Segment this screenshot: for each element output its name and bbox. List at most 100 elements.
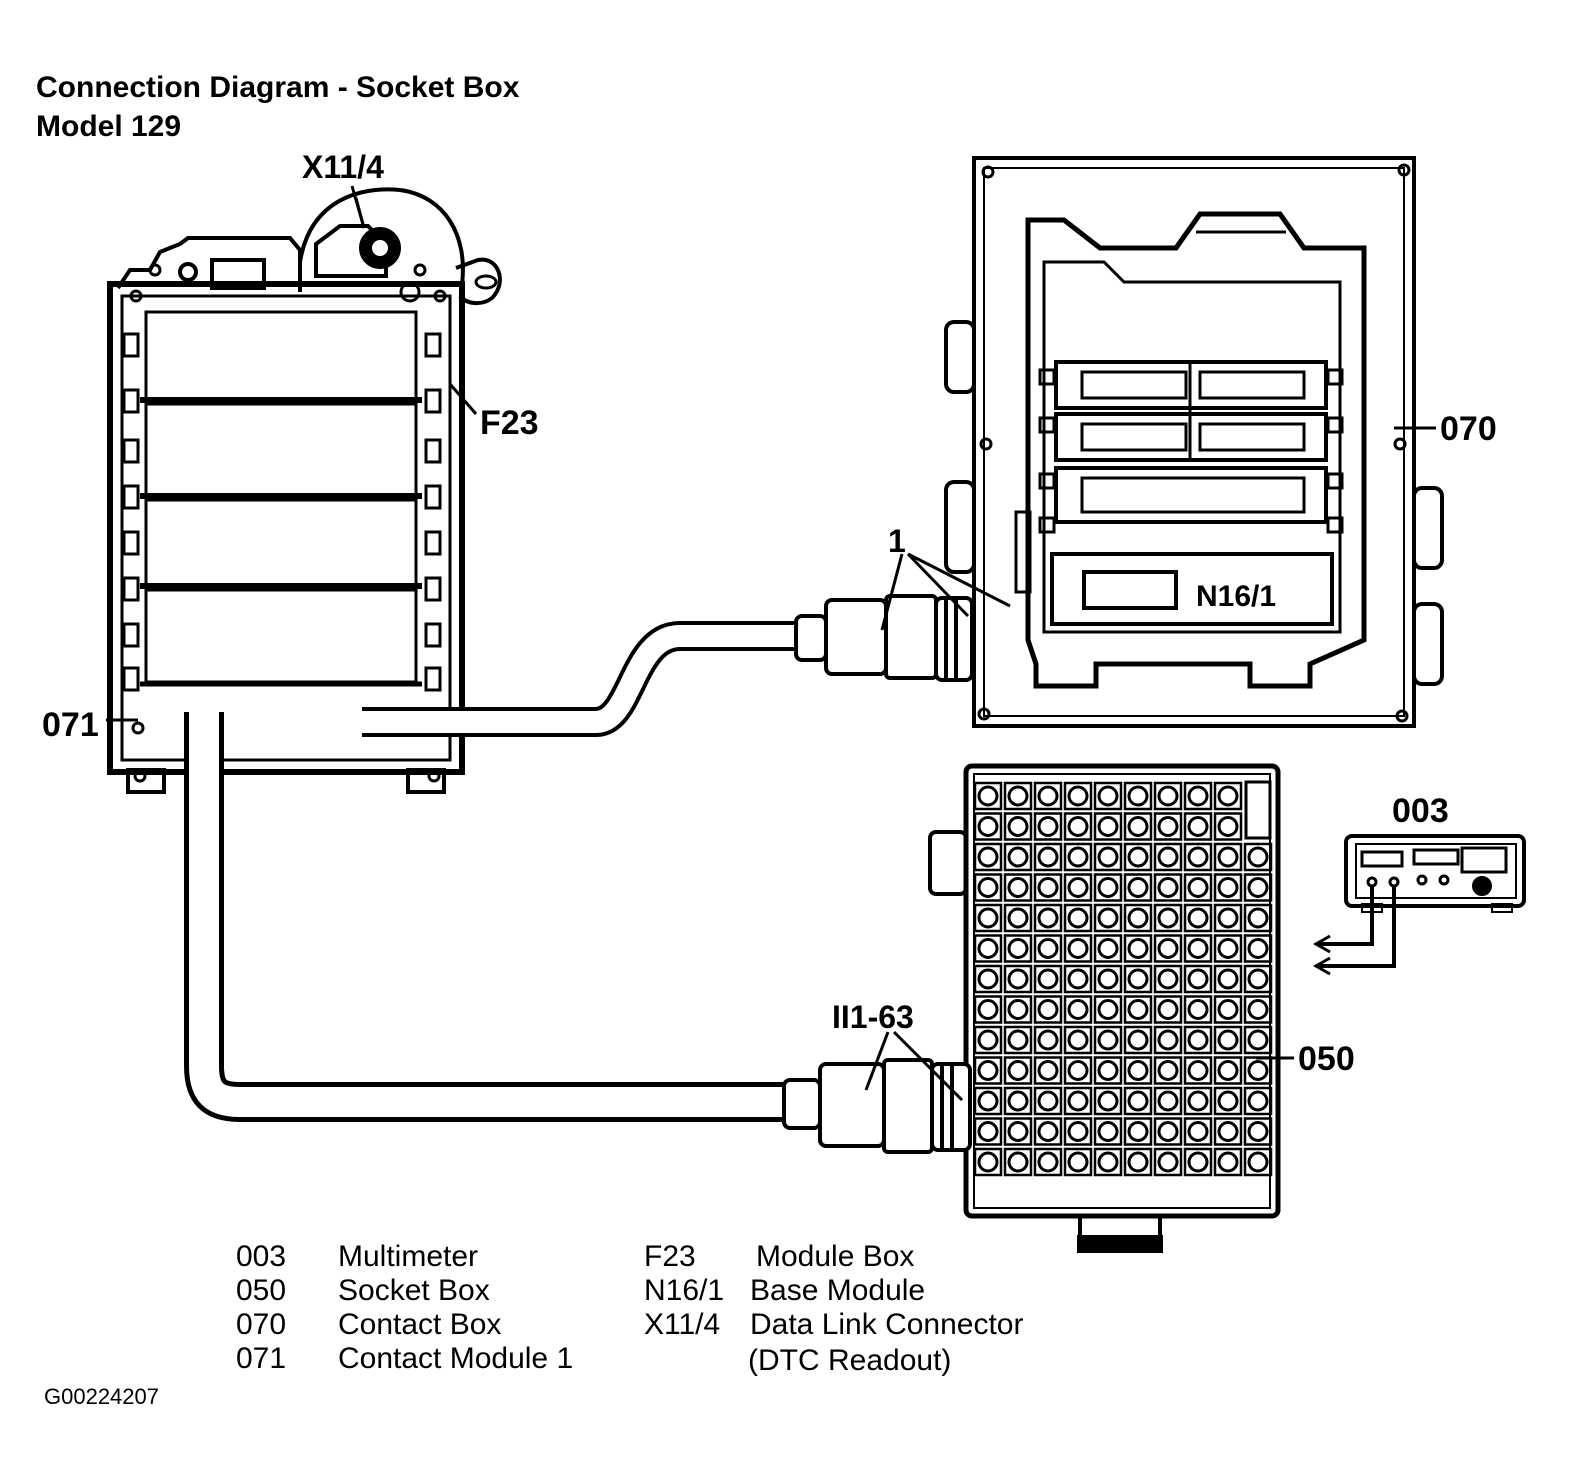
- socket-hole: [1247, 968, 1269, 990]
- socket-cell: [1093, 934, 1123, 963]
- socket-hole: [1007, 785, 1029, 807]
- socket-hole: [1067, 968, 1089, 990]
- socket-hole: [1127, 877, 1149, 898]
- legend-code: 050: [236, 1274, 287, 1307]
- socket-grid: [973, 780, 1273, 1177]
- socket-hole: [1127, 1151, 1149, 1173]
- socket-cell: [1243, 1117, 1273, 1146]
- socket-hole: [1247, 1121, 1269, 1142]
- socket-hole: [1037, 1090, 1059, 1112]
- socket-cell: [1213, 964, 1243, 994]
- socket-cell: [1063, 1025, 1093, 1055]
- socket-cell: [973, 1117, 1003, 1146]
- socket-hole: [1097, 816, 1119, 837]
- socket-cell: [1093, 873, 1123, 902]
- socket-cell: [1033, 1117, 1063, 1146]
- socket-cell: [1243, 1025, 1273, 1055]
- socket-hole: [977, 907, 999, 929]
- legend-desc: Multimeter: [338, 1240, 479, 1273]
- socket-hole: [1217, 999, 1239, 1020]
- socket-cell: [1213, 842, 1243, 872]
- socket-cell: [1183, 964, 1213, 994]
- socket-cell: [1033, 903, 1063, 933]
- socket-cell: [1033, 1147, 1063, 1177]
- socket-hole: [1097, 1029, 1119, 1051]
- socket-hole: [1007, 907, 1029, 929]
- socket-cell: [973, 873, 1003, 902]
- socket-hole: [1127, 968, 1149, 990]
- socket-hole: [1187, 968, 1209, 990]
- socket-cell: [1003, 1086, 1033, 1116]
- legend-desc: Base Module: [750, 1274, 926, 1307]
- socket-cell: [1243, 1086, 1273, 1116]
- socket-cell: [1063, 781, 1093, 811]
- socket-hole: [1067, 1151, 1089, 1173]
- socket-cell: [1183, 995, 1213, 1024]
- legend-desc: (DTC Readout): [748, 1344, 952, 1377]
- socket-hole: [1037, 1060, 1059, 1081]
- socket-hole: [977, 877, 999, 898]
- socket-cell: [1033, 1025, 1063, 1055]
- socket-hole: [1007, 877, 1029, 898]
- callout-ii1-63: II1-63: [832, 999, 914, 1035]
- socket-hole: [1157, 1121, 1179, 1142]
- socket-hole: [1187, 1060, 1209, 1081]
- socket-hole: [977, 1121, 999, 1142]
- socket-hole: [1007, 999, 1029, 1020]
- connector-ii1-63: [782, 1058, 972, 1154]
- socket-hole: [1037, 1151, 1059, 1173]
- socket-cell: [1063, 873, 1093, 902]
- socket-hole: [977, 1090, 999, 1112]
- socket-cell: [1213, 812, 1243, 841]
- socket-hole: [1097, 1121, 1119, 1142]
- socket-cell: [1153, 873, 1183, 902]
- socket-cell: [1033, 842, 1063, 872]
- socket-hole: [1217, 785, 1239, 807]
- socket-hole: [1187, 938, 1209, 959]
- socket-cell: [1063, 1056, 1093, 1085]
- socket-cell: [1183, 1117, 1213, 1146]
- callout-050: 050: [1298, 1040, 1355, 1078]
- socket-cell: [973, 903, 1003, 933]
- legend-desc: Data Link Connector: [750, 1308, 1024, 1341]
- socket-cell: [973, 1147, 1003, 1177]
- socket-hole: [1007, 1060, 1029, 1081]
- socket-hole: [1067, 907, 1089, 929]
- socket-hole: [1097, 1060, 1119, 1081]
- socket-cell: [1003, 1025, 1033, 1055]
- socket-cell: [1153, 995, 1183, 1024]
- socket-hole: [977, 968, 999, 990]
- socket-cell: [1213, 1056, 1243, 1085]
- socket-hole: [1067, 816, 1089, 837]
- legend-code: 070: [236, 1308, 287, 1341]
- socket-cell: [1033, 995, 1063, 1024]
- socket-hole: [1217, 938, 1239, 959]
- socket-hole: [1037, 785, 1059, 807]
- socket-box-bar: [1244, 780, 1272, 840]
- diagram-subtitle: Model 129: [36, 110, 182, 143]
- callout-003: 003: [1392, 792, 1449, 830]
- socket-hole: [1217, 968, 1239, 990]
- socket-hole: [1097, 999, 1119, 1020]
- socket-hole: [1037, 1121, 1059, 1142]
- socket-cell: [1153, 812, 1183, 841]
- socket-cell: [1003, 842, 1033, 872]
- legend-desc: Socket Box: [338, 1274, 490, 1307]
- socket-cell: [1003, 1147, 1033, 1177]
- socket-hole: [1037, 877, 1059, 898]
- socket-hole: [1247, 938, 1269, 959]
- socket-hole: [1127, 999, 1149, 1020]
- socket-cell: [1183, 842, 1213, 872]
- socket-cell: [1063, 812, 1093, 841]
- socket-cell: [1123, 1056, 1153, 1085]
- legend-code: 003: [236, 1240, 287, 1273]
- socket-cell: [1153, 964, 1183, 994]
- socket-cell: [1123, 1025, 1153, 1055]
- socket-cell: [1153, 1056, 1183, 1085]
- socket-cell: [1243, 1147, 1273, 1177]
- socket-cell: [1213, 995, 1243, 1024]
- socket-cell: [1183, 873, 1213, 902]
- socket-hole: [1097, 785, 1119, 807]
- socket-hole: [1037, 968, 1059, 990]
